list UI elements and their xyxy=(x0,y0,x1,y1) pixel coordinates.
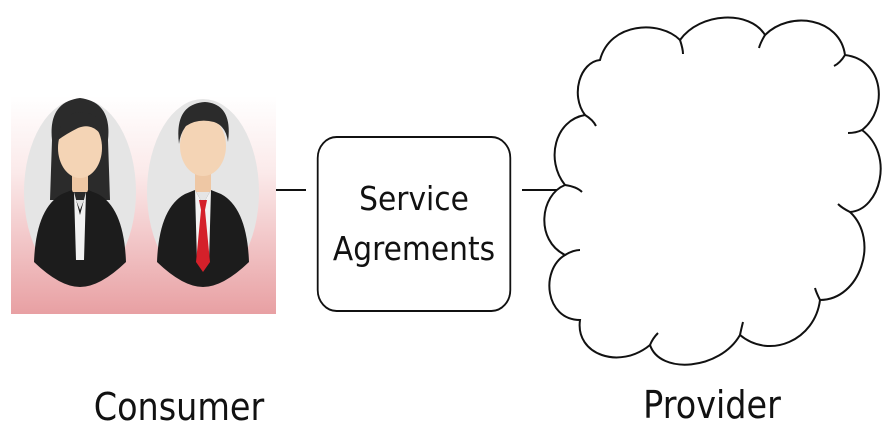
service-agreements-line1: Service xyxy=(359,179,469,218)
provider-label: Provider xyxy=(643,383,781,427)
consumer-label: Consumer xyxy=(93,385,265,429)
man-avatar-icon xyxy=(147,99,259,287)
woman-avatar-icon xyxy=(24,98,136,287)
cloud-detail-arcs xyxy=(564,34,863,346)
service-agreements-box: Service Agrements xyxy=(316,136,512,312)
cloud-icon xyxy=(543,16,882,366)
service-agreements-line2: Agrements xyxy=(332,229,496,268)
